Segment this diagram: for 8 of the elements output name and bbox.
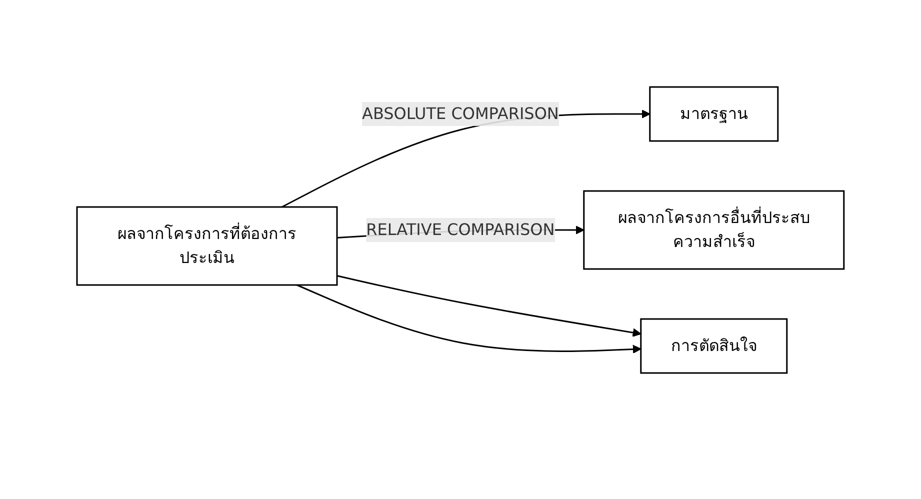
node-box: มาตรฐาน — [649, 86, 779, 142]
node-box: ผลจากโครงการอื่นที่ประสบความสำเร็จ — [583, 190, 845, 270]
arrow — [296, 284, 642, 354]
node-box: การตัดสินใจ — [640, 318, 788, 374]
arrow — [336, 275, 642, 337]
edge-label: RELATIVE COMPARISON — [366, 220, 555, 239]
node-box: ผลจากโครงการที่ต้องการประเมิน — [76, 206, 338, 286]
edge-label: ABSOLUTE COMPARISON — [362, 104, 559, 123]
